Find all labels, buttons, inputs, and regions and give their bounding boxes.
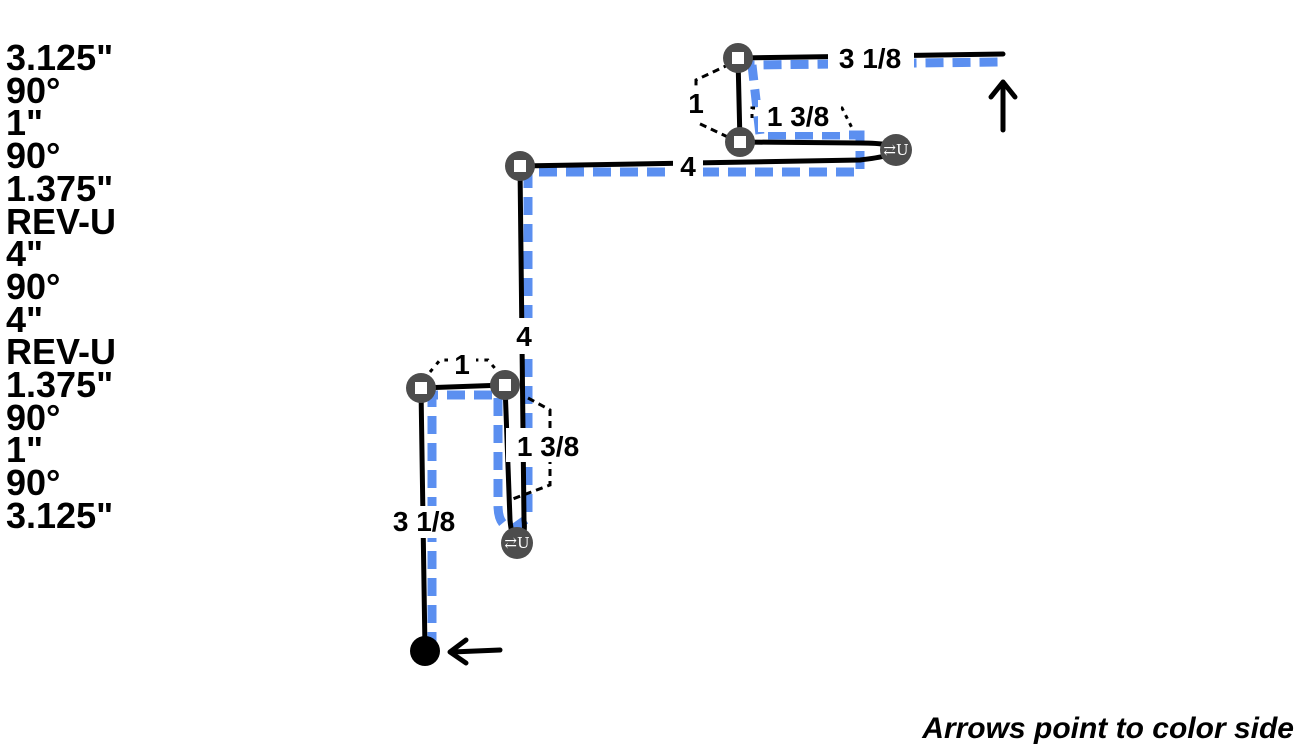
sequence-item: 1": [6, 429, 44, 471]
rev-u-node-label: ⇄U: [504, 534, 529, 552]
arrow-left-icon: [447, 637, 503, 666]
dimension-label-bottom-1-3-8: 1 3/8: [517, 431, 579, 462]
dimension-label-top-1: 1: [688, 88, 704, 119]
rev-u-node-icon: ⇄U: [501, 527, 533, 559]
dimension-label-bottom-3-1-8: 3 1/8: [393, 506, 455, 537]
rev-u-node-label: ⇄U: [883, 141, 908, 159]
sequence-item: 90°: [6, 265, 61, 307]
sequence-item: 1": [6, 102, 44, 144]
dimension-bracket-top-1: [694, 62, 731, 140]
sequence-item: 90°: [6, 135, 61, 177]
sequence-item: 3.125": [6, 37, 114, 78]
sequence-item: 4": [6, 233, 44, 275]
rev-u-node-icon: ⇄U: [880, 134, 912, 166]
sequence-item: REV-U: [6, 331, 117, 373]
start-point-icon: [410, 636, 440, 666]
footnote: Arrows point to color side: [922, 712, 1294, 745]
dimension-label-bottom-1: 1: [454, 349, 470, 380]
bend-node-90-icon: [725, 127, 755, 157]
dimension-label-vertical-4: 4: [516, 321, 532, 352]
bend-node-90-icon: [406, 373, 436, 403]
dimension-label-top-4: 4: [680, 151, 696, 182]
sequence-item: 90°: [6, 462, 61, 504]
sequence-item: REV-U: [6, 200, 117, 242]
dimension-bracket-bottom-1: [428, 358, 500, 373]
sequence-item: 90°: [6, 69, 61, 111]
bend-node-90-icon: [490, 370, 520, 400]
sequence-item: 4": [6, 298, 44, 340]
bend-path: [418, 51, 1006, 653]
sequence-item: 1.375": [6, 167, 114, 209]
arrow-up-icon: [988, 79, 1018, 133]
bend-node-90-icon: [505, 151, 535, 181]
bend-node-90-icon: [723, 43, 753, 73]
sequence-item: 90°: [6, 396, 61, 438]
dimension-label-top-3-1-8: 3 1/8: [839, 43, 901, 74]
sequence-item: 1.375": [6, 364, 114, 406]
sequence-item: 3.125": [6, 494, 114, 536]
color-side-path: [427, 57, 1001, 650]
dimension-label-top-1-3-8: 1 3/8: [767, 101, 829, 132]
